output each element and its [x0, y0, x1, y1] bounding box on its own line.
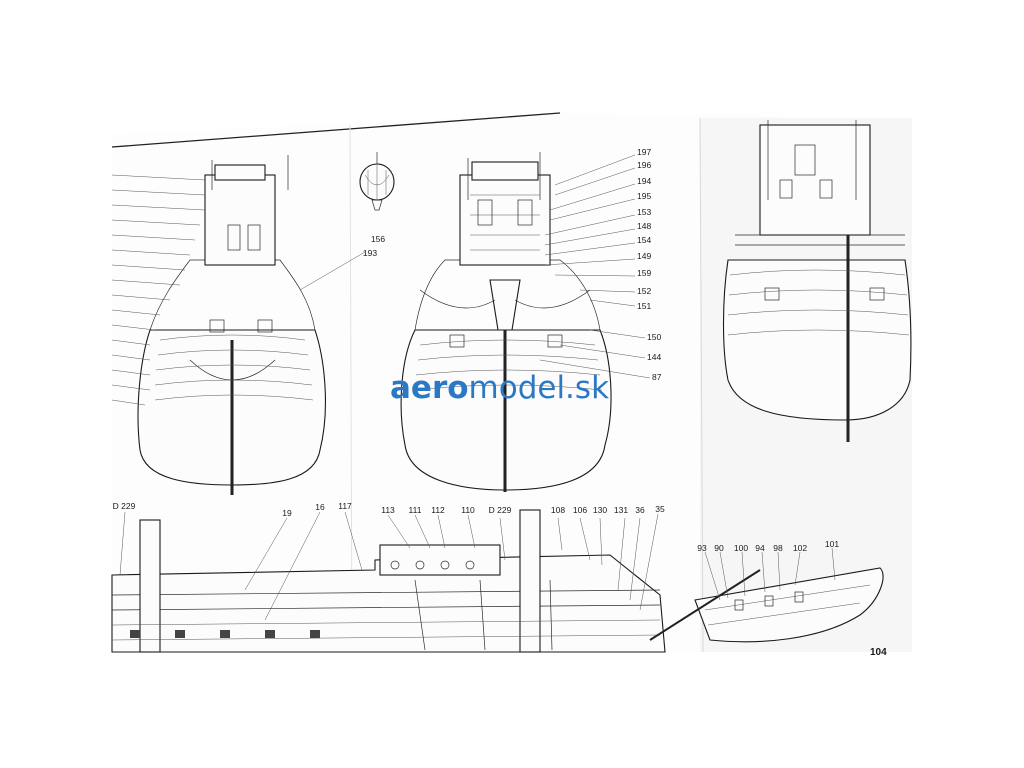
label-36: 36: [635, 505, 645, 515]
label-98: 98: [773, 543, 783, 553]
label-159: 159: [637, 268, 651, 278]
label-149: 149: [637, 251, 651, 261]
label-d229-center: D 229: [489, 505, 512, 515]
label-131: 131: [614, 505, 628, 515]
label-19: 19: [282, 508, 292, 518]
label-194: 194: [637, 176, 651, 186]
label-196: 196: [637, 160, 651, 170]
label-101: 101: [825, 539, 839, 549]
label-113: 113: [381, 505, 395, 515]
label-144: 144: [647, 352, 661, 362]
label-102: 102: [793, 543, 807, 553]
label-87: 87: [652, 372, 662, 382]
label-193: 193: [363, 248, 377, 258]
label-148: 148: [637, 221, 651, 231]
watermark-logo: aeromodel.sk: [390, 370, 609, 406]
label-152: 152: [637, 286, 651, 296]
label-94: 94: [755, 543, 765, 553]
label-35: 35: [655, 504, 665, 514]
label-117: 117: [338, 501, 352, 511]
label-153: 153: [637, 207, 651, 217]
label-d229-left: D 229: [113, 501, 136, 511]
label-151: 151: [637, 301, 651, 311]
stern-view-center: 197 196 194 195 153 148 154 149 159 152 …: [400, 147, 662, 492]
label-111: 111: [409, 505, 422, 515]
label-100: 100: [734, 543, 748, 553]
label-93: 93: [697, 543, 707, 553]
label-90: 90: [714, 543, 724, 553]
stern-lantern-drawing: [359, 152, 395, 211]
side-elevation-view: D 229 19 16 117 113 111 112 110 D 229 10…: [111, 501, 666, 653]
label-195: 195: [637, 191, 651, 201]
stern-view-right: [722, 120, 912, 442]
label-16: 16: [315, 502, 325, 512]
label-156: 156: [371, 234, 385, 244]
stern-view-left: 156 193: [111, 155, 385, 495]
label-112: 112: [431, 505, 445, 515]
watermark-text: aeromodel.sk: [390, 370, 609, 406]
label-150: 150: [647, 332, 661, 342]
label-197: 197: [637, 147, 651, 157]
label-108: 108: [551, 505, 565, 515]
label-130: 130: [593, 505, 607, 515]
label-110: 110: [461, 505, 475, 515]
ships-boat-drawing: 93 90 100 94 98 102 101: [649, 539, 884, 643]
label-106: 106: [573, 505, 587, 515]
page-number: 104: [870, 647, 887, 658]
label-154: 154: [637, 235, 651, 245]
